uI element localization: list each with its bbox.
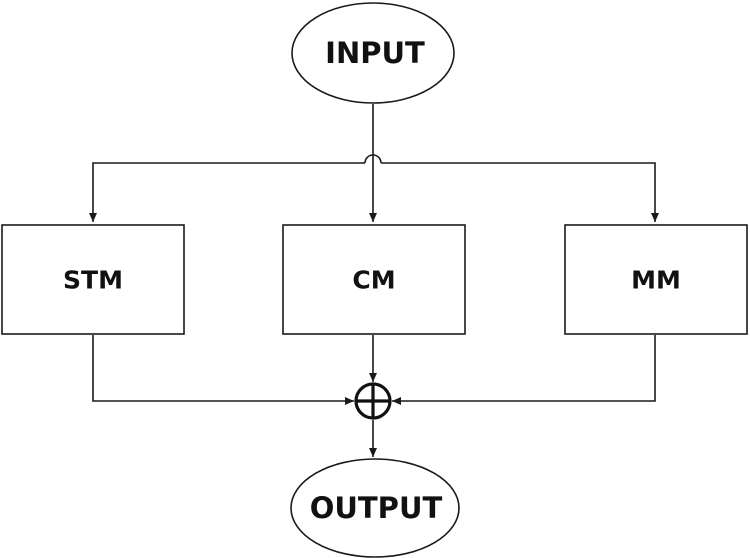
- output-node: OUTPUT: [290, 458, 460, 558]
- edge-input-to-mm: [381, 162, 659, 222]
- cm-node: CM: [282, 224, 466, 335]
- stm-box: [1, 224, 185, 335]
- output-ellipse: [290, 458, 460, 558]
- stm-node: STM: [1, 224, 185, 335]
- edge-crossover-hop: [364, 154, 382, 164]
- edge-stm-to-sum: [92, 335, 354, 405]
- input-ellipse: [291, 2, 455, 104]
- mm-box: [564, 224, 748, 335]
- edge-input-to-stm: [89, 162, 365, 222]
- input-node: INPUT: [291, 2, 455, 104]
- mm-label: MM: [631, 266, 681, 295]
- cm-box: [282, 224, 466, 335]
- mm-node: MM: [564, 224, 748, 335]
- stm-label: STM: [63, 266, 123, 295]
- input-label: INPUT: [325, 36, 425, 70]
- cm-label: CM: [352, 266, 395, 295]
- edge-mm-to-sum: [392, 335, 656, 405]
- output-label: OUTPUT: [310, 491, 443, 525]
- summation-icon: [354, 382, 392, 420]
